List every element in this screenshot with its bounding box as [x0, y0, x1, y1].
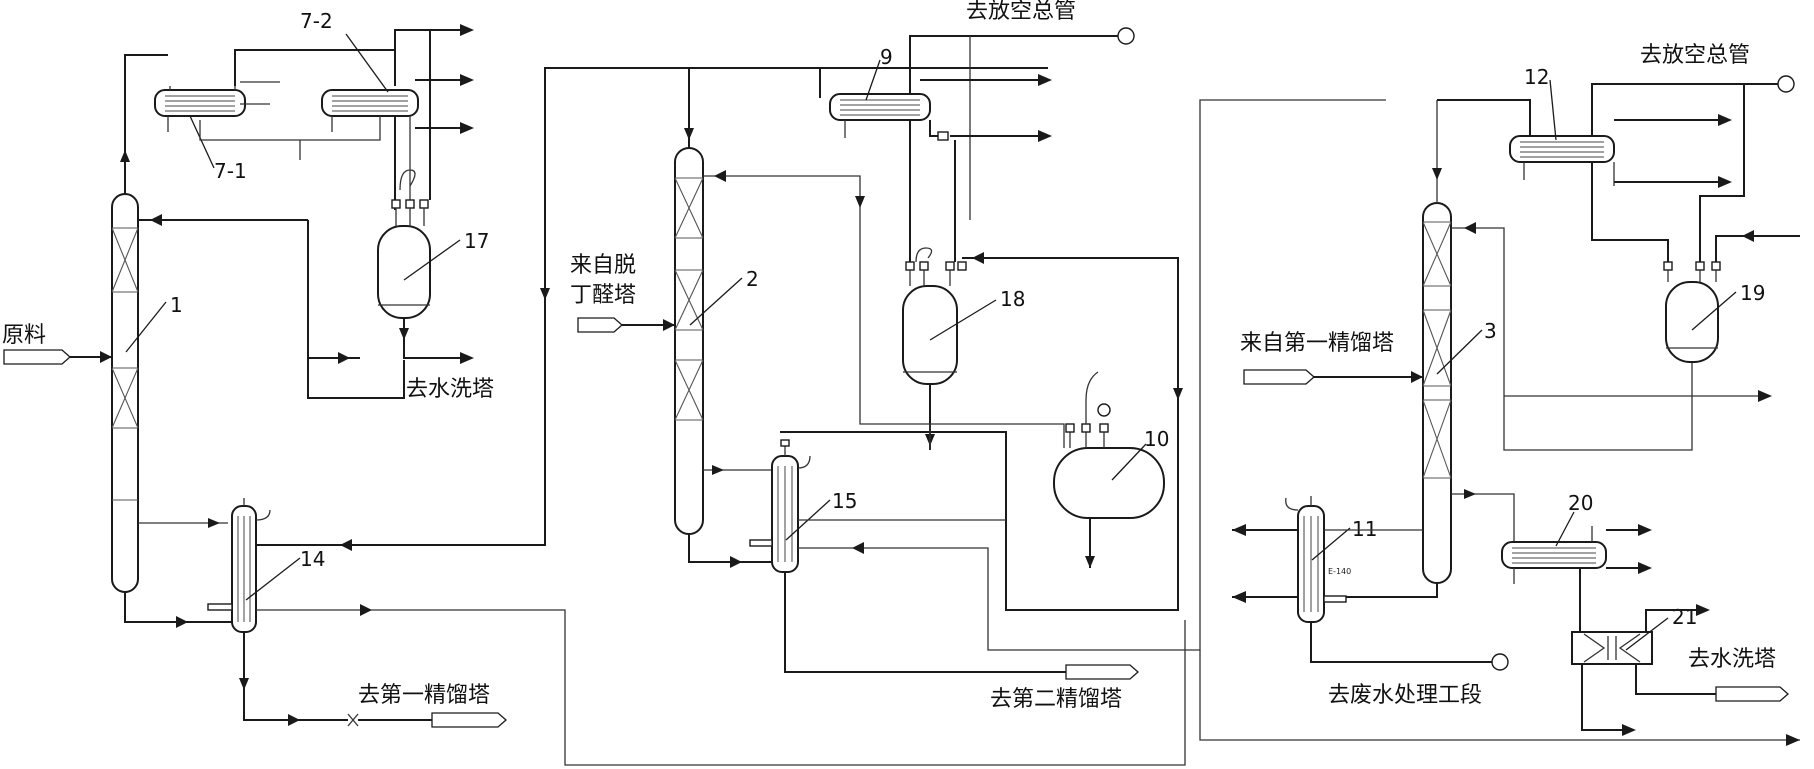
from-debutanizer-label-1: 来自脱: [570, 253, 636, 278]
drum-10: 10: [1053, 371, 1169, 568]
column-2: 2: [674, 147, 759, 535]
condenser-7-1: 7-1: [154, 86, 247, 183]
tag-15: 15: [832, 489, 857, 513]
tag-17: 17: [464, 229, 489, 253]
receiver-18: 18: [902, 247, 1025, 385]
reboiler-14: 14: [207, 498, 325, 633]
condenser-9: 9: [829, 45, 931, 138]
tag-7-2: 7-2: [300, 9, 333, 33]
column-3: 3: [1422, 202, 1497, 584]
to-vent-header-label-1: 去放空总管: [966, 0, 1076, 24]
e140-annotation: E-140: [1328, 567, 1351, 576]
to-water-wash-label-2: 去水洗塔: [1688, 647, 1776, 672]
tag-3: 3: [1484, 319, 1497, 343]
separator-21: 21: [1571, 605, 1697, 665]
tag-7-1: 7-1: [214, 159, 247, 183]
tag-10: 10: [1144, 427, 1169, 451]
receiver-17: 17: [377, 169, 489, 319]
reboiler-11: E-140 11: [1285, 496, 1377, 623]
tag-21: 21: [1672, 605, 1697, 629]
to-second-distill-label: 去第二精馏塔: [990, 687, 1122, 712]
to-wastewater-label: 去废水处理工段: [1328, 683, 1482, 708]
tag-1: 1: [170, 293, 183, 317]
from-first-distill-label: 来自第一精馏塔: [1240, 331, 1394, 356]
reboiler-15: 15: [749, 439, 857, 573]
tag-9: 9: [880, 45, 893, 69]
from-debutanizer-inlet: 来自脱 丁醛塔: [570, 253, 675, 333]
condenser-7-2: 7-2: [300, 9, 419, 132]
tag-14: 14: [300, 547, 325, 571]
from-first-distill-inlet: 来自第一精馏塔: [1240, 331, 1423, 385]
tag-18: 18: [1000, 287, 1025, 311]
from-debutanizer-label-2: 丁醛塔: [570, 283, 636, 308]
condenser-12: 12: [1509, 65, 1615, 180]
to-water-wash-label-1: 去水洗塔: [406, 377, 494, 402]
feed-inlet: 原料: [2, 323, 112, 365]
tag-12: 12: [1524, 65, 1549, 89]
tag-20: 20: [1568, 491, 1593, 515]
to-first-distill-label: 去第一精馏塔: [358, 683, 490, 708]
column-1: 1: [111, 193, 183, 593]
tag-2: 2: [746, 267, 759, 291]
to-vent-header-label-2: 去放空总管: [1640, 43, 1750, 68]
receiver-19: 19: [1663, 261, 1765, 363]
tag-19: 19: [1740, 281, 1765, 305]
feed-label: 原料: [2, 323, 46, 348]
exchanger-20: 20: [1501, 491, 1607, 584]
tag-11: 11: [1352, 517, 1377, 541]
